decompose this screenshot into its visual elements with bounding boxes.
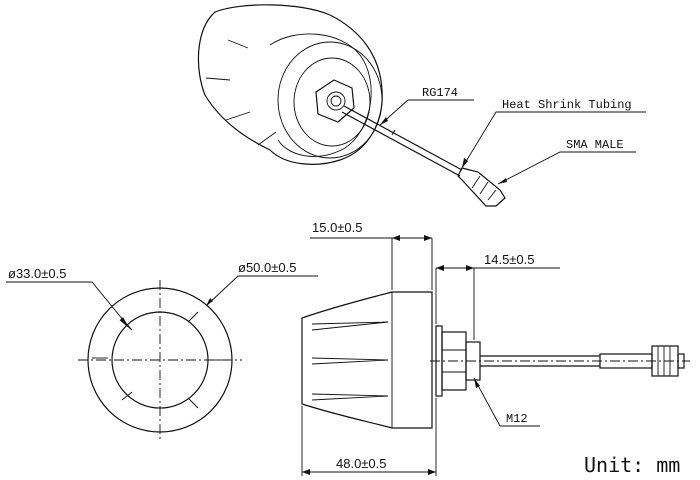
total-length-label: 48.0±0.5 xyxy=(336,456,387,471)
iso-cable xyxy=(343,105,463,171)
leader-inner-diameter xyxy=(6,281,129,327)
iso-body-outline xyxy=(197,4,383,165)
side-heat-shrink xyxy=(599,353,653,369)
isometric-view: RG174 Heat Shrink Tubing SMA MALE xyxy=(197,4,646,207)
iso-fin xyxy=(227,39,249,49)
iso-nut-hole xyxy=(326,91,346,111)
leader-outer-diameter xyxy=(205,275,318,307)
inner-diameter-label: ø33.0±0.5 xyxy=(8,266,66,281)
cable-label: RG174 xyxy=(422,86,458,100)
side-view: 15.0±0.5 14.5±0.5 M12 48.0±0.5 xyxy=(301,220,690,476)
iso-front-inner xyxy=(293,57,371,147)
leader-sma xyxy=(497,151,636,185)
front-fin xyxy=(119,319,133,331)
iso-fin xyxy=(205,77,231,81)
iso-body-ring xyxy=(269,33,372,157)
side-body xyxy=(301,291,433,429)
body-height-label: 15.0±0.5 xyxy=(312,220,363,235)
iso-fin xyxy=(225,111,251,121)
sma-label: SMA MALE xyxy=(566,138,624,152)
iso-front-face xyxy=(277,41,383,159)
front-fin xyxy=(121,391,133,401)
front-fin xyxy=(187,311,199,323)
heat-shrink-label: Heat Shrink Tubing xyxy=(502,98,632,112)
leader-heat-shrink xyxy=(461,111,646,169)
leader-thread xyxy=(473,377,540,427)
front-view: ø33.0±0.5 ø50.0±0.5 xyxy=(6,260,318,442)
nut-offset-label: 14.5±0.5 xyxy=(484,252,535,267)
front-fin xyxy=(187,397,199,409)
unit-label: Unit: mm xyxy=(584,453,680,477)
thread-label: M12 xyxy=(506,412,528,426)
iso-fin xyxy=(257,131,277,146)
outer-diameter-label: ø50.0±0.5 xyxy=(238,260,296,275)
iso-sma-connector xyxy=(457,167,506,207)
side-fin xyxy=(311,393,389,401)
leader-rg174 xyxy=(379,99,474,126)
iso-nut xyxy=(315,79,355,123)
side-fin xyxy=(311,357,389,365)
side-fin xyxy=(311,321,389,331)
